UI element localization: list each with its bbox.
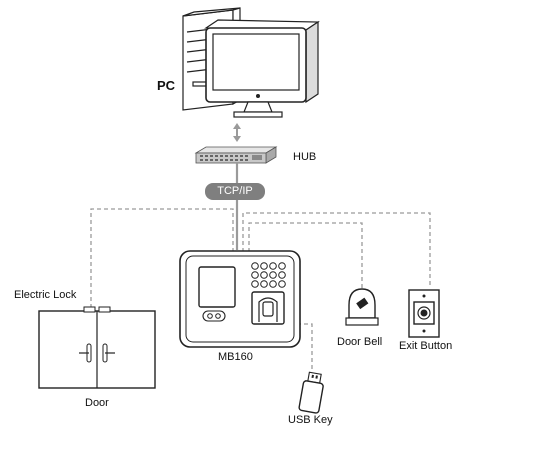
usb-key-icon [298,371,324,414]
pc-hub-connector [233,123,241,142]
usb-wire [297,323,313,370]
door-bell-icon [345,288,379,326]
exit-button-label: Exit Button [399,340,453,352]
protocol-badge: TCP/IP [205,183,265,200]
door-label: Door [85,397,109,409]
monitor-icon [204,19,320,118]
pc-label: PC [157,78,176,93]
hub-label: HUB [293,151,317,163]
door-bell-wire [248,222,363,288]
electric-lock-label: Electric Lock [14,289,77,301]
door-bell-label: Door Bell [337,336,383,348]
device-label: MB160 [218,351,253,363]
lock-wire [90,208,234,308]
hub-icon [194,146,278,164]
door-icon [38,306,156,389]
terminal-device-icon [179,250,301,348]
wiring [90,208,431,370]
usb-key-label: USB Key [288,414,333,426]
exit-button-icon [408,289,440,338]
